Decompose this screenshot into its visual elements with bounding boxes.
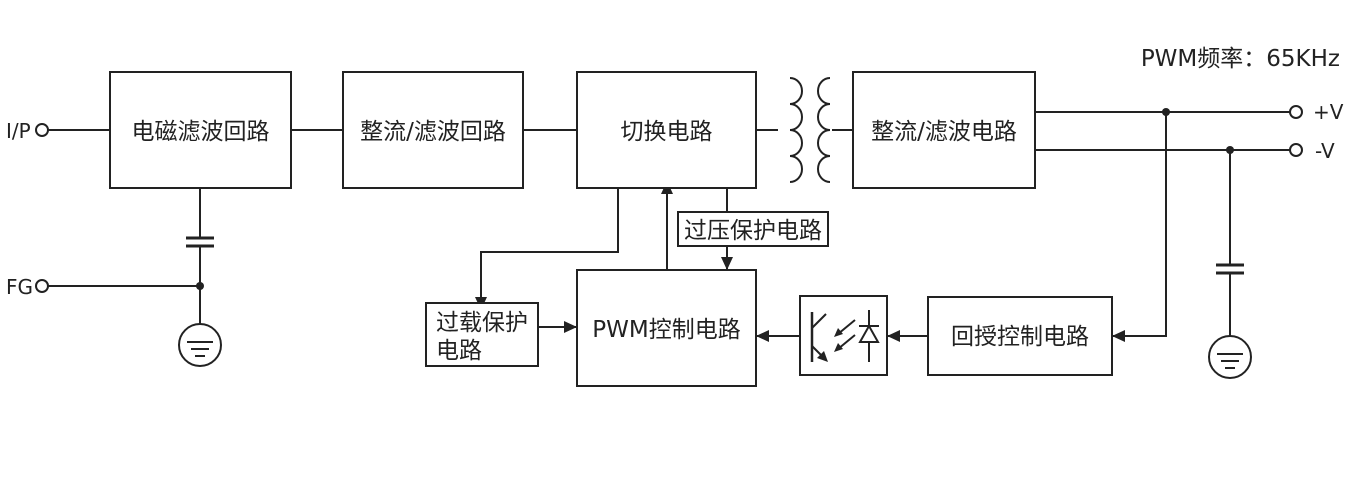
overload-protection-block: 过载保护 电路 — [425, 302, 539, 367]
overload-protection-label-line2: 电路 — [436, 338, 482, 364]
input-terminal-label: I/P — [6, 119, 31, 143]
optocoupler-icon — [799, 295, 888, 376]
overvoltage-protection-label: 过压保护电路 — [684, 218, 822, 244]
rectifier-filter-block: 整流/滤波回路 — [342, 71, 524, 189]
frame-ground-icon — [178, 323, 222, 367]
junction-dot — [1162, 108, 1170, 116]
overload-protection-label-line1: 过载保护 — [436, 310, 528, 336]
overvoltage-protection-block: 过压保护电路 — [677, 211, 829, 247]
switching-block: 切换电路 — [576, 71, 757, 189]
junction-dot — [196, 282, 204, 290]
output-capacitor-icon — [1216, 263, 1244, 275]
output-ground-icon — [1208, 335, 1252, 379]
feedback-control-label: 回授控制电路 — [951, 324, 1089, 350]
feedback-control-block: 回授控制电路 — [927, 296, 1113, 376]
output-rectifier-label: 整流/滤波电路 — [871, 119, 1017, 145]
junction-dot — [1226, 146, 1234, 154]
negative-terminal — [1289, 143, 1303, 157]
switching-label: 切换电路 — [621, 119, 713, 145]
transformer-icon — [789, 77, 831, 183]
emi-filter-label: 电磁滤波回路 — [132, 119, 270, 145]
input-terminal — [35, 123, 49, 137]
emi-filter-block: 电磁滤波回路 — [109, 71, 292, 189]
pwm-control-block: PWM控制电路 — [576, 269, 757, 387]
positive-output-label: +V — [1313, 100, 1344, 124]
pwm-frequency-label: PWM频率：65KHz — [1141, 46, 1340, 72]
rectifier-filter-label: 整流/滤波回路 — [360, 119, 506, 145]
output-rectifier-block: 整流/滤波电路 — [852, 71, 1036, 189]
pwm-control-label: PWM控制电路 — [592, 317, 740, 343]
emi-capacitor-icon — [186, 236, 214, 248]
fg-terminal — [35, 279, 49, 293]
positive-terminal — [1289, 105, 1303, 119]
fg-terminal-label: FG — [6, 275, 33, 299]
negative-output-label: -V — [1315, 139, 1335, 163]
